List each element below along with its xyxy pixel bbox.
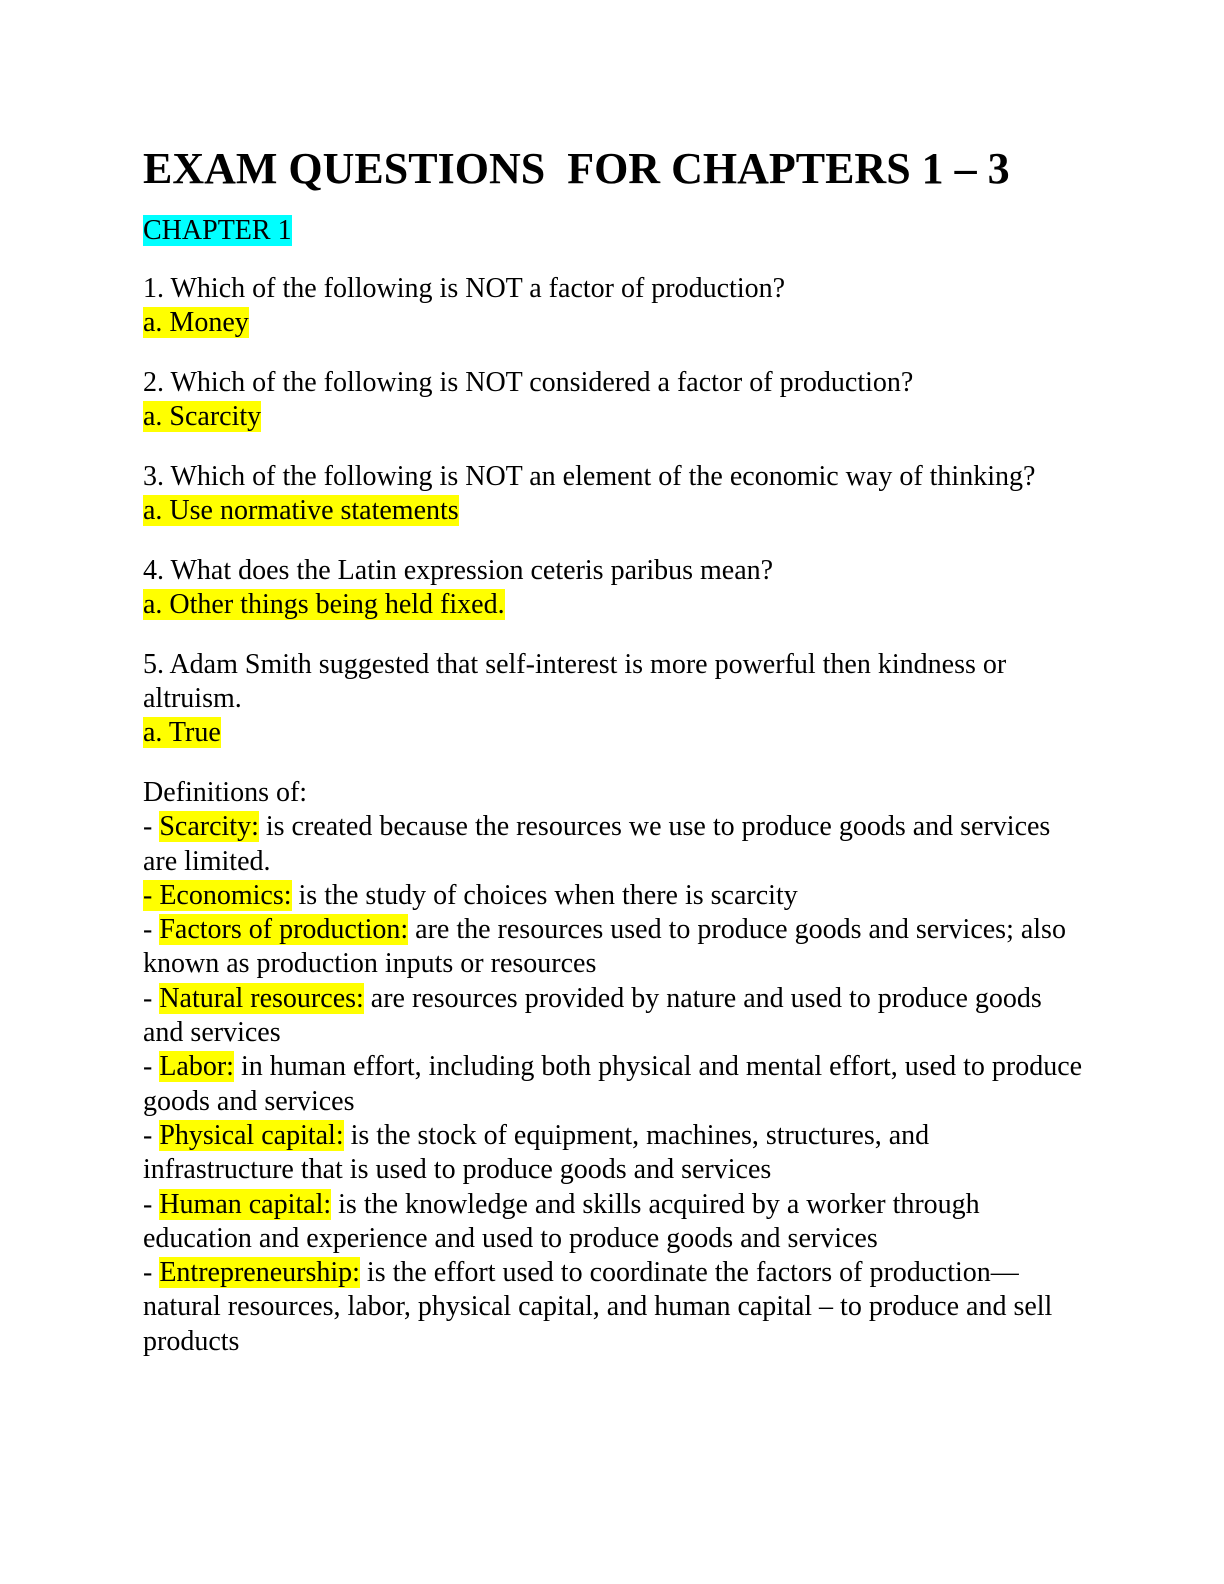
definition-text: are the resources used to produce goods … [143,914,1066,980]
question-item: 4. What does the Latin expression ceteri… [143,554,1083,622]
definition-term: Human capital: [159,1188,332,1220]
definition-prefix: - [143,914,160,946]
definition-term: Entrepreneurship: [159,1257,360,1289]
definition-text: is the effort used to coordinate the fac… [143,1257,1053,1357]
question-text: 2. Which of the following is NOT conside… [143,367,914,398]
definition-item: - Economics: is the study of choices whe… [143,879,1083,913]
question-item: 1. Which of the following is NOT a facto… [143,272,1083,340]
definition-text: is the study of choices when there is sc… [291,879,798,911]
definition-term: Labor: [159,1051,234,1083]
definition-text: is created because the resources we use … [143,811,1051,877]
definition-text: in human effort, including both physical… [143,1051,1083,1117]
answer-line: a. Use normative statements [143,494,1083,528]
definition-text: are resources provided by nature and use… [143,982,1042,1049]
answer-line: a. Scarcity [143,400,1083,434]
question-text: 5. Adam Smith suggested that self-intere… [143,649,1007,714]
definition-item: - Natural resources: are resources provi… [143,982,1083,1051]
chapter-heading: CHAPTER 1 [143,214,1083,248]
answer-line: a. Money [143,306,1083,340]
definition-term: Physical capital: [159,1119,344,1151]
answer-line: a. True [143,716,1083,750]
question-text: 4. What does the Latin expression ceteri… [143,555,774,586]
definition-item: - Scarcity: is created because the resou… [143,810,1083,879]
document-page: EXAM QUESTIONS FOR CHAPTERS 1 – 3 CHAPTE… [143,140,1083,1359]
definition-text: is the stock of equipment, machines, str… [143,1119,930,1186]
answer-text: a. Scarcity [143,401,262,432]
definition-prefix: - [143,982,160,1014]
answer-text: a. Use normative statements [143,495,459,526]
definition-term: Natural resources: [159,982,364,1014]
definition-item: - Physical capital: is the stock of equi… [143,1119,1083,1188]
answer-text: a. Other things being held fixed. [143,589,505,620]
definition-item: - Human capital: is the knowledge and sk… [143,1188,1083,1257]
answer-line: a. Other things being held fixed. [143,588,1083,622]
question-item: 2. Which of the following is NOT conside… [143,366,1083,434]
question-text: 1. Which of the following is NOT a facto… [143,273,786,304]
definition-item: - Entrepreneurship: is the effort used t… [143,1256,1083,1359]
definition-prefix: - [143,1188,160,1220]
answer-text: a. Money [143,307,249,338]
definition-text: is the knowledge and skills acquired by … [143,1188,980,1254]
chapter-label: CHAPTER 1 [143,215,292,246]
question-item: 5. Adam Smith suggested that self-intere… [143,648,1083,750]
question-text: 3. Which of the following is NOT an elem… [143,461,1036,492]
page-title: EXAM QUESTIONS FOR CHAPTERS 1 – 3 [143,144,1010,193]
definition-term: - Economics: [143,879,292,911]
definition-prefix: - [143,811,160,843]
definition-term: Factors of production: [159,914,409,946]
question-item: 3. Which of the following is NOT an elem… [143,460,1083,528]
definition-prefix: - [143,1119,160,1151]
definition-term: Scarcity: [159,811,259,843]
definitions-heading: Definitions of: [143,777,308,808]
answer-text: a. True [143,717,221,748]
definitions-section: Definitions of: - Scarcity: is created b… [143,776,1083,1359]
definition-prefix: - [143,1257,160,1289]
definition-prefix: - [143,1051,160,1083]
definition-item: - Factors of production: are the resourc… [143,913,1083,982]
definition-item: - Labor: in human effort, including both… [143,1050,1083,1119]
